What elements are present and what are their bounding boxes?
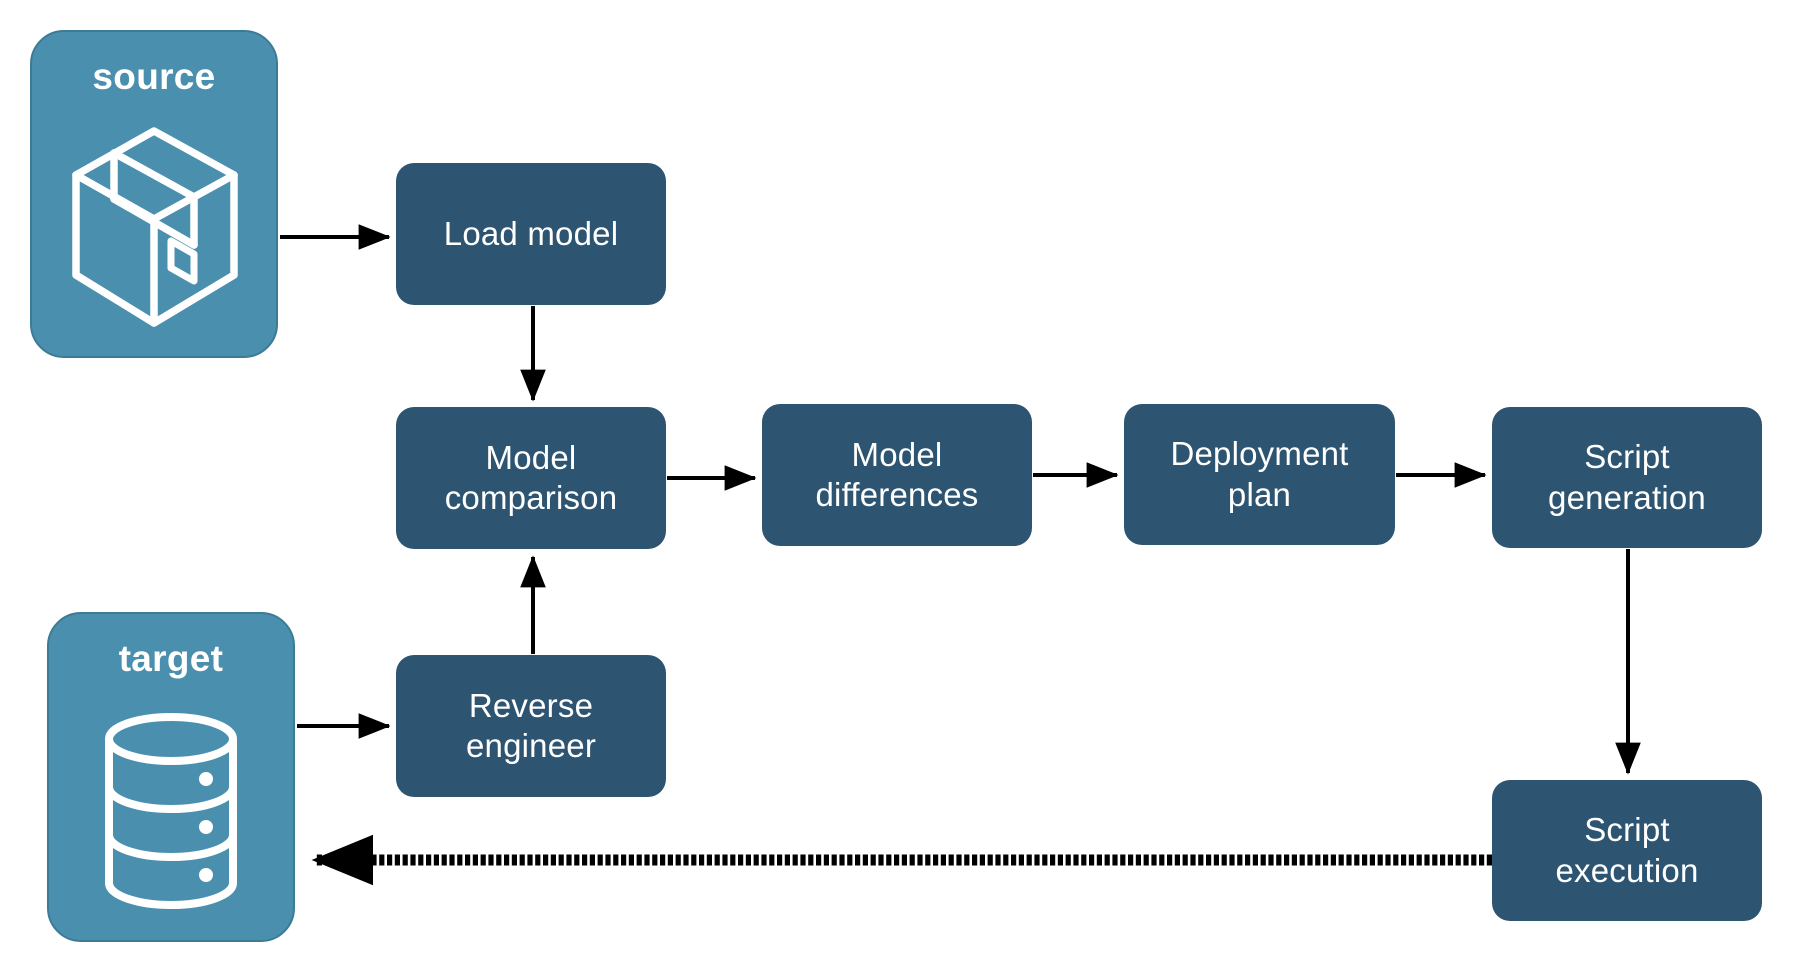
process-node-model-differences[interactable]: Model differences	[762, 404, 1032, 546]
process-label-model-differences: Model differences	[815, 435, 979, 513]
store-label-target: target	[118, 638, 224, 679]
store-node-target[interactable]: target	[47, 612, 295, 942]
process-label-deployment-plan: Deployment plan	[1170, 435, 1349, 513]
process-node-load-model[interactable]: Load model	[396, 163, 666, 305]
process-node-model-comparison[interactable]: Model comparison	[396, 407, 666, 549]
process-label-script-execution: Script execution	[1555, 811, 1699, 889]
store-node-source[interactable]: source	[30, 30, 278, 358]
store-label-source: source	[92, 56, 216, 97]
process-label-model-comparison: Model comparison	[444, 438, 618, 516]
process-node-script-execution[interactable]: Script execution	[1492, 780, 1762, 921]
process-label-reverse-engineer: Reverse engineer	[465, 686, 597, 764]
process-label-load-model: Load model	[443, 214, 619, 252]
database-cylinder-icon	[49, 681, 293, 940]
process-node-deployment-plan[interactable]: Deployment plan	[1124, 404, 1395, 545]
process-label-script-generation: Script generation	[1548, 438, 1706, 516]
process-node-reverse-engineer[interactable]: Reverse engineer	[396, 655, 666, 797]
package-box-icon	[32, 99, 276, 356]
process-node-script-generation[interactable]: Script generation	[1492, 407, 1762, 548]
